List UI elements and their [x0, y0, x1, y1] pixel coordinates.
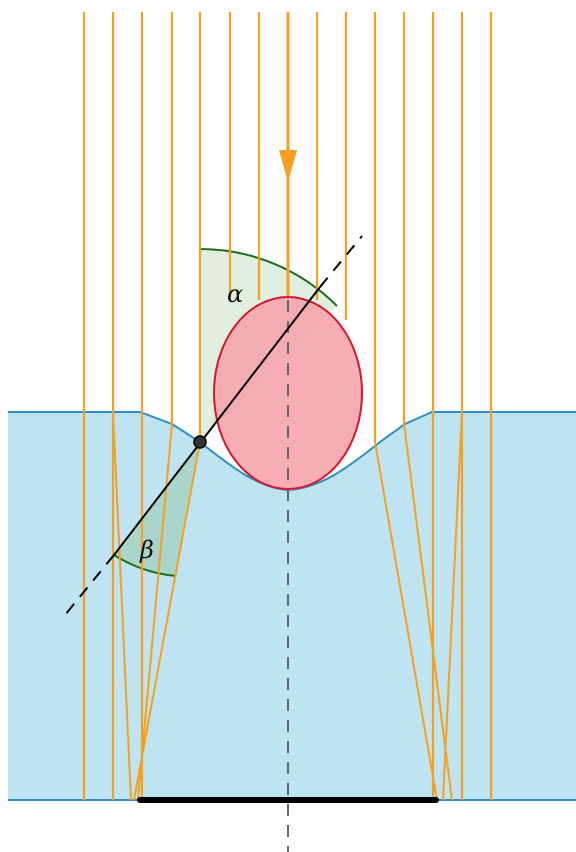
beta-angle-sector	[114, 442, 200, 576]
normal-line-solid	[113, 286, 321, 556]
refracted-ray	[133, 441, 201, 801]
alpha-label: α	[227, 280, 243, 308]
refracted-rays	[112, 411, 463, 801]
contact-point	[193, 435, 207, 449]
incident-rays	[82, 12, 493, 800]
refracted-ray	[403, 423, 453, 801]
alpha-angle-arc	[199, 248, 338, 307]
down-arrow-icon	[279, 150, 297, 182]
refracted-ray	[112, 411, 132, 801]
beta-angle-arc	[113, 554, 177, 577]
beta-label: β	[139, 536, 154, 564]
refracted-ray	[374, 441, 438, 801]
refracted-ray	[442, 411, 463, 801]
normal-line-dashed-lower	[64, 554, 115, 616]
normal-line-dashed-upper	[319, 235, 363, 288]
